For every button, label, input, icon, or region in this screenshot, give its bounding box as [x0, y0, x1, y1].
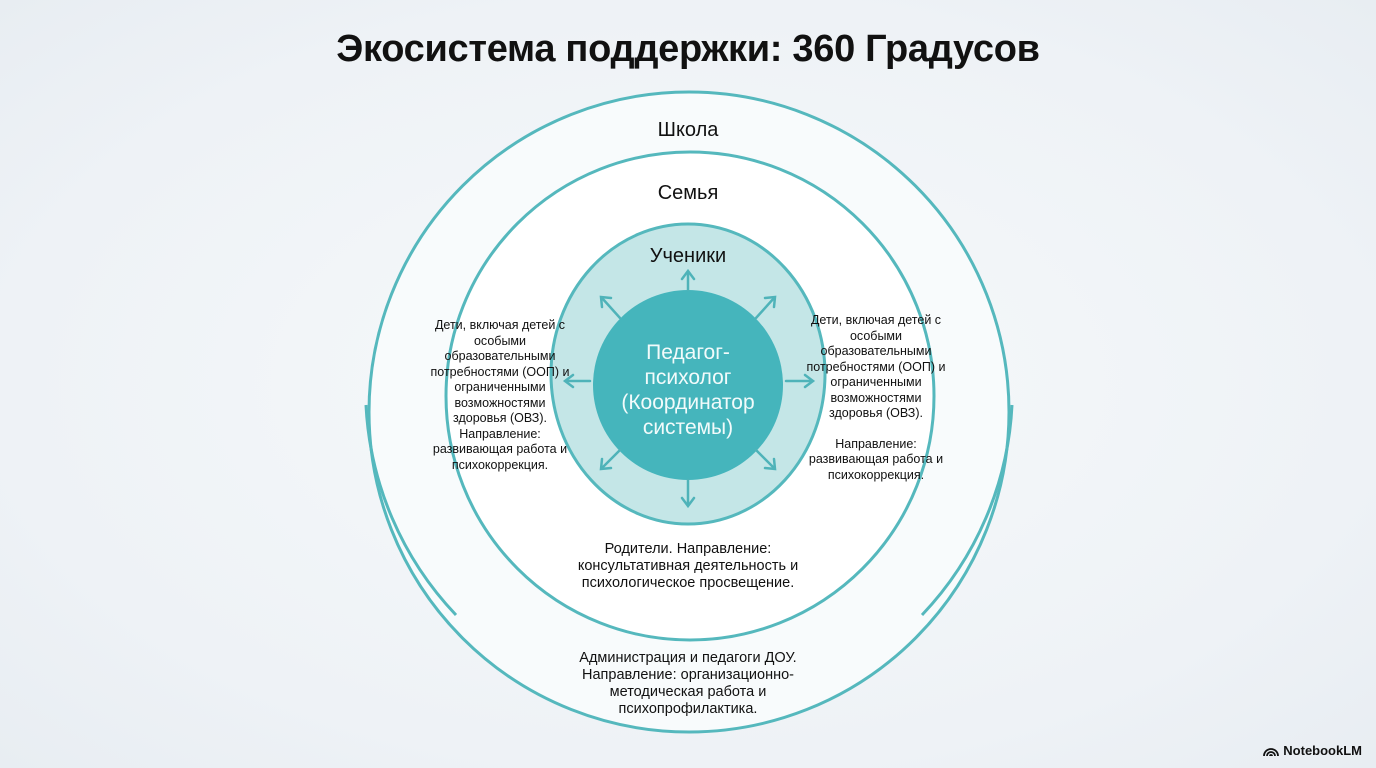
coordinator-line: Педагог- [646, 341, 730, 364]
page-title: Экосистема поддержки: 360 Градусов [336, 28, 1040, 70]
arrows [562, 268, 816, 509]
school-label: Школа [657, 119, 719, 141]
arrow-down-icon [680, 478, 696, 509]
children-text-left: Дети, включая детей с особыми образовате… [430, 318, 570, 472]
children-description: Дети, включая детей с особыми образовате… [806, 313, 946, 420]
parents-text: Родители. Направление: консультативная д… [577, 541, 799, 591]
school-ring-accent-right [920, 404, 1014, 617]
students-label: Ученики [649, 245, 727, 267]
coordinator-line: (Координатор [621, 391, 755, 414]
admin-text: Администрация и педагоги ДОУ. Направлени… [579, 650, 797, 717]
notebooklm-icon [1263, 747, 1280, 756]
arrow-down-left-icon [599, 448, 622, 471]
arrow-right-icon [784, 373, 816, 389]
arrow-left-icon [562, 373, 592, 389]
brand-logo: NotebookLM [1263, 743, 1362, 758]
coordinator-line: системы) [642, 416, 734, 439]
arrow-up-right-icon [754, 295, 777, 320]
brand-name: NotebookLM [1283, 743, 1362, 758]
coordinator-line: психолог [644, 366, 732, 389]
coordinator-label: Педагог- психолог (Координатор системы) [598, 340, 778, 440]
coordinator-circle [593, 290, 783, 480]
arrow-up-icon [680, 268, 696, 292]
family-label: Семья [657, 182, 719, 204]
school-ring-accent-left [364, 404, 458, 617]
children-direction: Направление: развивающая работа и психок… [808, 436, 944, 482]
arrow-down-right-icon [754, 448, 777, 471]
arrow-up-left-icon [599, 295, 622, 320]
children-text-right: Дети, включая детей с особыми образовате… [806, 313, 946, 483]
